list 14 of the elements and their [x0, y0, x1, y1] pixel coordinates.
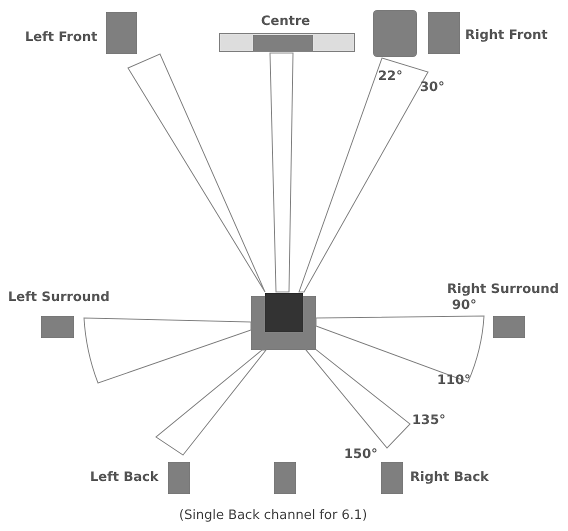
angle-label: 110° [437, 373, 471, 389]
speaker-label: Left Front [25, 30, 98, 46]
angle-label: 150° [344, 447, 378, 463]
speaker-label: Right Back [410, 470, 489, 486]
speaker-label: Right Front [465, 28, 548, 44]
speaker-label: Left Back [90, 470, 159, 486]
angle-label: 22° [378, 69, 403, 85]
angle-label: 30° [420, 80, 445, 96]
speaker-label: Centre [261, 14, 310, 30]
speaker-label: Left Surround [8, 290, 110, 306]
angle-label: 135° [412, 413, 446, 429]
caption: (Single Back channel for 6.1) [179, 508, 368, 524]
angle-label: 90° [452, 298, 477, 314]
speaker-label: Right Surround [447, 282, 559, 298]
